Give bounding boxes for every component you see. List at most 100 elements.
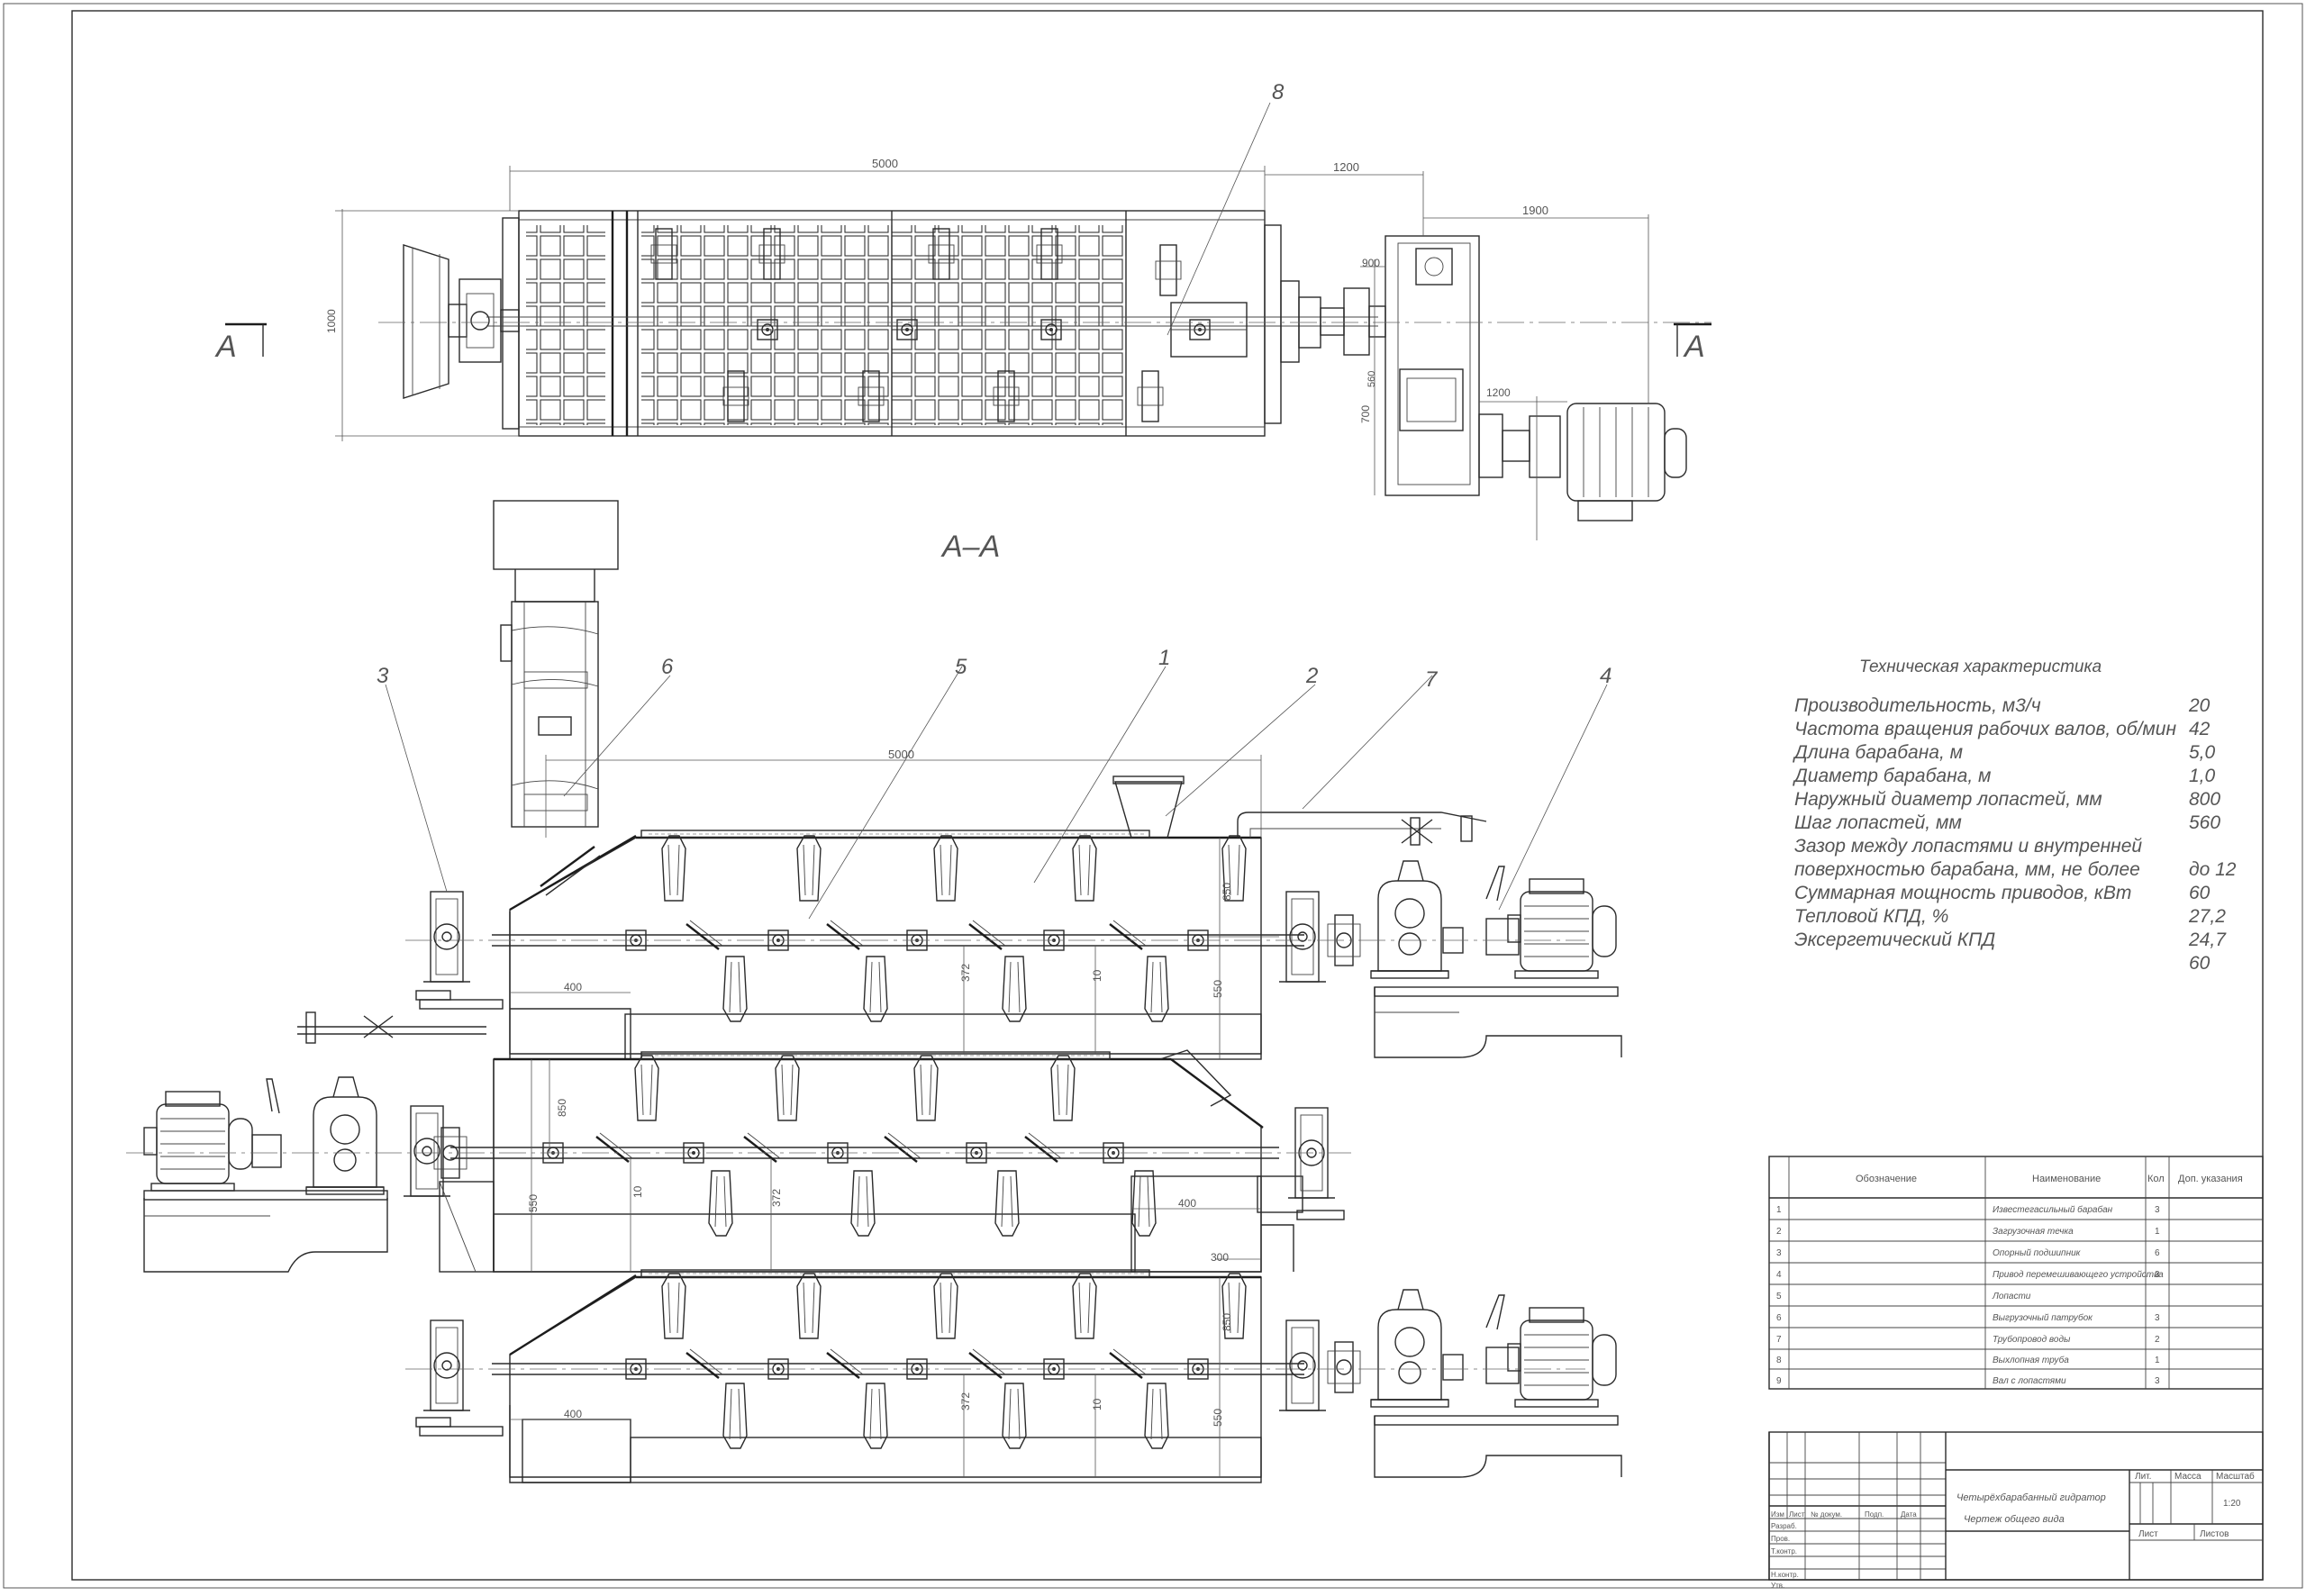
dim-300-mid: 300	[1211, 1251, 1229, 1264]
spec-header-qty: Кол	[2147, 1174, 2165, 1184]
callout-6: 6	[661, 655, 674, 679]
inner-frame	[71, 10, 2264, 1581]
section-view	[126, 500, 1622, 1483]
tech-row-name: Шаг лопастей, мм	[1794, 812, 1962, 833]
tech-row-name: Эксергетический КПД	[1794, 929, 1995, 950]
dim-elev-length: 5000	[888, 748, 914, 761]
spec-row-qty: 1	[2155, 1227, 2160, 1237]
callout-4: 4	[1600, 664, 1611, 688]
tb-sheet: Лист	[2138, 1529, 2158, 1539]
callout-1: 1	[1158, 646, 1170, 670]
spec-row-qty: 3	[2155, 1270, 2160, 1280]
tech-row-value: 1,0	[2189, 766, 2216, 786]
tb-col-mass: Масса	[2174, 1472, 2202, 1482]
spec-row-name: Выхлопная труба	[1993, 1355, 2069, 1365]
dim-850-top: 850	[1221, 883, 1233, 901]
tech-row-value: 560	[2189, 812, 2220, 833]
dim-400-top: 400	[564, 981, 582, 993]
tech-row-name: Тепловой КПД, %	[1794, 906, 1948, 927]
callout-7: 7	[1425, 667, 1439, 692]
section-label: А–А	[940, 530, 1000, 564]
tech-row-value: 60	[2189, 883, 2211, 903]
spec-row-qty: 3	[2155, 1376, 2160, 1386]
tb-drawing-type: Чертеж общего вида	[1964, 1514, 2065, 1525]
tech-characteristics: Техническая характеристика Производитель…	[1793, 657, 2237, 974]
tb-drawing-name: Четырёхбарабанный гидратор	[1956, 1492, 2106, 1503]
plan-view	[225, 102, 1711, 540]
spec-row-name: Привод перемешивающего устройства	[1993, 1270, 2164, 1280]
tb-role-ncontrol: Н.контр.	[1771, 1571, 1799, 1579]
spec-row-qty: 1	[2155, 1356, 2160, 1365]
tb-col-lit: Лит.	[2135, 1472, 2151, 1482]
tech-row-value: 42	[2189, 719, 2211, 739]
callout-5: 5	[955, 655, 967, 679]
tech-title: Техническая характеристика	[1859, 657, 2102, 676]
tech-row-value: 24,7	[2188, 929, 2227, 950]
tb-label-date: Дата	[1901, 1510, 1917, 1519]
dim-400-bot: 400	[564, 1408, 582, 1420]
spec-row-name: Выгрузочный патрубок	[1993, 1312, 2093, 1323]
dim-10-bot: 10	[1091, 1398, 1103, 1410]
tb-role-tcontrol: Т.контр.	[1771, 1547, 1797, 1555]
spec-row-pos: 1	[1776, 1205, 1782, 1215]
tech-row-value: 20	[2188, 695, 2211, 716]
callout-3: 3	[377, 664, 389, 688]
dim-plan-gearbox-depth: 700	[1359, 405, 1372, 423]
tech-row-name: поверхностью барабана, мм, не более	[1794, 859, 2140, 880]
tb-scale-value: 1:20	[2223, 1499, 2241, 1509]
spec-row-name: Трубопровод воды	[1993, 1334, 2071, 1345]
dim-850-mid: 850	[556, 1099, 568, 1117]
tb-label-list: Лист	[1789, 1510, 1805, 1519]
spec-row-qty: 3	[2155, 1205, 2160, 1215]
tech-row-name: Производительность, м3/ч	[1794, 695, 2041, 716]
dim-372-top: 372	[959, 964, 972, 982]
callout-8: 8	[1272, 80, 1285, 104]
dim-plan-drive-offset: 1200	[1333, 160, 1359, 174]
spec-row-qty: 6	[2155, 1248, 2160, 1258]
tb-sheets: Листов	[2200, 1529, 2229, 1539]
tech-row-value: 60	[2189, 953, 2211, 974]
dim-10-mid: 10	[631, 1185, 644, 1198]
tech-row-name: Зазор между лопастями и внутренней	[1794, 836, 2142, 857]
spec-row-name: Лопасти	[1992, 1292, 2031, 1301]
dim-850-bot: 850	[1221, 1313, 1233, 1331]
tb-label-sign: Подп.	[1865, 1510, 1884, 1519]
tech-row-value: 800	[2189, 789, 2220, 810]
tb-role-approved: Утв.	[1771, 1582, 1784, 1590]
spec-row-pos: 8	[1776, 1356, 1782, 1365]
spec-row-qty: 3	[2155, 1313, 2160, 1323]
dim-550-mid: 550	[527, 1194, 540, 1212]
spec-row-pos: 3	[1776, 1248, 1782, 1258]
dim-372-bot: 372	[959, 1392, 972, 1410]
dim-550-bot: 550	[1212, 1409, 1224, 1427]
tb-label-doc: № докум.	[1811, 1510, 1842, 1519]
outer-frame	[3, 3, 2303, 1589]
spec-row-pos: 4	[1776, 1270, 1782, 1280]
spec-row-name: Вал с лопастями	[1993, 1376, 2066, 1386]
dim-372-mid: 372	[770, 1189, 783, 1207]
spec-table: Обозначение Наименование Кол Доп. указан…	[1768, 1156, 2264, 1390]
dim-plan-drive-span: 1900	[1522, 204, 1548, 217]
callout-2: 2	[1305, 664, 1318, 688]
dim-plan-motor-offset: 1200	[1486, 386, 1511, 399]
spec-header-notes: Доп. указания	[2178, 1174, 2243, 1184]
spec-header-name: Наименование	[2032, 1174, 2101, 1184]
tech-row-name: Частота вращения рабочих валов, об/мин	[1794, 719, 2176, 739]
title-block: Изм Лист № докум. Подп. Дата Разраб. Про…	[1768, 1431, 2264, 1590]
spec-row-pos: 9	[1776, 1376, 1782, 1386]
spec-row-name: Известегасильный барабан	[1993, 1204, 2113, 1215]
dim-plan-gearbox-width: 900	[1362, 257, 1380, 269]
tb-role-checker: Пров.	[1771, 1535, 1790, 1543]
tech-row-name: Суммарная мощность приводов, кВт	[1794, 883, 2131, 903]
tech-row-name: Наружный диаметр лопастей, мм	[1794, 789, 2102, 810]
tech-row-name: Диаметр барабана, м	[1793, 766, 1991, 786]
dim-400-mid: 400	[1178, 1197, 1196, 1210]
section-mark-right: А	[1683, 330, 1705, 364]
dim-550-top: 550	[1212, 980, 1224, 998]
tb-role-developer: Разраб.	[1771, 1522, 1797, 1530]
spec-row-pos: 6	[1776, 1313, 1782, 1323]
dim-plan-height: 1000	[325, 309, 338, 333]
spec-row-pos: 7	[1776, 1335, 1782, 1345]
